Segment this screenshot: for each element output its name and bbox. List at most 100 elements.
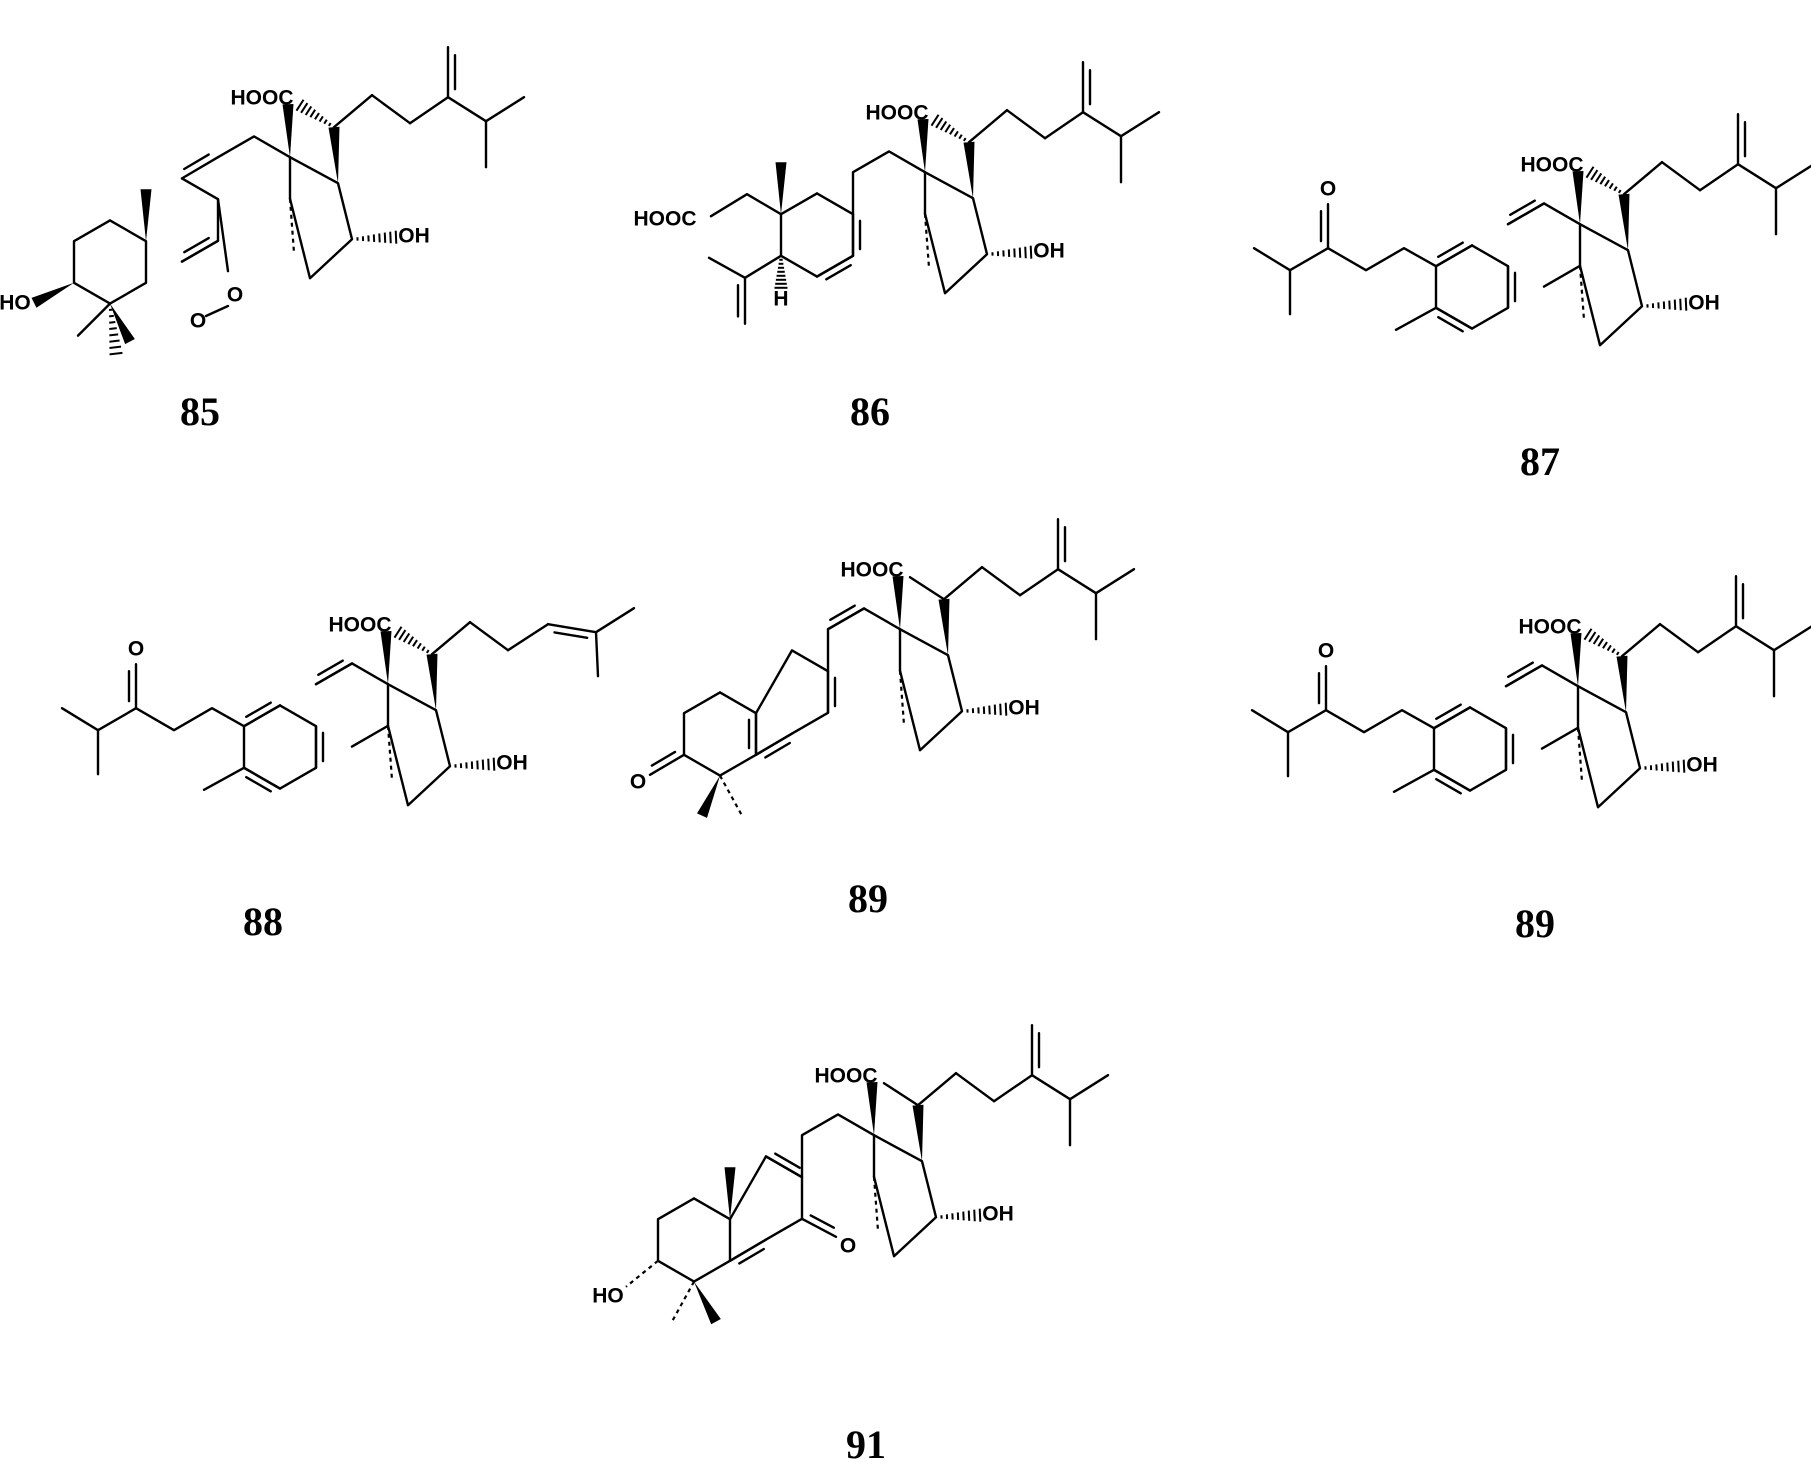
hash-stroke bbox=[1592, 634, 1601, 645]
compound-number: 89 bbox=[1515, 901, 1555, 946]
hash-stroke bbox=[1677, 760, 1680, 773]
hash-stroke bbox=[1602, 641, 1608, 649]
terminal-methyl bbox=[594, 631, 600, 678]
sidechain-bond bbox=[1620, 623, 1662, 658]
hash-stroke bbox=[1004, 702, 1008, 716]
cooh-bond bbox=[882, 1081, 920, 1107]
hash-stroke bbox=[109, 314, 114, 318]
sidechain-bond bbox=[1030, 1073, 1072, 1101]
peroxide-oxygen-label: O bbox=[190, 310, 206, 333]
aromatic-double bbox=[1432, 706, 1472, 730]
ketone-double-inner bbox=[650, 750, 677, 767]
c20-wedge bbox=[426, 653, 438, 711]
ring-double bbox=[826, 607, 866, 631]
ketone-oxygen-label: O bbox=[630, 770, 646, 793]
c6-c7-double bbox=[180, 239, 220, 263]
aromatic-double bbox=[1434, 244, 1474, 268]
keto-chain bbox=[1288, 246, 1330, 272]
c20-wedge bbox=[328, 126, 340, 184]
isopropyl-methyl bbox=[60, 707, 100, 732]
cooh-hash bbox=[1585, 166, 1622, 194]
terminal-methyl bbox=[594, 607, 636, 634]
sidechain-bond bbox=[1043, 110, 1085, 140]
ketone-oxygen-label: O bbox=[128, 638, 144, 661]
cooh-label: HOOC bbox=[1519, 616, 1582, 639]
sidechain-bond bbox=[916, 1071, 958, 1107]
cooh-label: HOOC bbox=[866, 102, 929, 125]
sidechain-bond bbox=[1696, 625, 1738, 654]
c5-h-hash bbox=[774, 258, 788, 289]
hash-stroke bbox=[1608, 182, 1614, 190]
hash-stroke bbox=[1684, 297, 1688, 311]
sidechain-bond bbox=[1736, 162, 1778, 190]
sidechain-bond bbox=[430, 621, 472, 656]
compound-number: 91 bbox=[846, 1422, 886, 1467]
ketone-oxygen-label: O bbox=[1320, 178, 1336, 201]
c16-hydroxy-hash bbox=[1646, 297, 1688, 311]
hash-stroke bbox=[318, 115, 324, 123]
sidechain-bond bbox=[506, 623, 550, 652]
cooh-hash bbox=[930, 114, 967, 142]
c19-methyl-wedge bbox=[724, 1167, 736, 1220]
c30-methyl-dashed bbox=[1578, 265, 1586, 320]
hash-stroke bbox=[930, 114, 940, 127]
hash-stroke bbox=[300, 102, 309, 114]
peroxide-bridge bbox=[216, 197, 230, 273]
ring-d bbox=[1578, 222, 1644, 347]
gem-methyl bbox=[76, 302, 112, 337]
cooh-hash bbox=[295, 99, 332, 127]
hash-stroke bbox=[109, 320, 116, 324]
sidechain-bond bbox=[954, 1071, 996, 1103]
hash-stroke bbox=[1679, 298, 1682, 311]
hash-stroke bbox=[1585, 166, 1595, 179]
hash-stroke bbox=[999, 703, 1002, 716]
aromatic-double bbox=[242, 766, 282, 790]
hash-stroke bbox=[1611, 648, 1616, 654]
isopropyl-methyl bbox=[484, 95, 526, 123]
c18-methyl-wedge bbox=[892, 575, 904, 630]
aromatic-ring bbox=[1432, 706, 1508, 792]
gem-methyl-dashed bbox=[719, 775, 743, 817]
c18-methyl-wedge bbox=[1570, 632, 1582, 687]
ring-a bbox=[656, 1197, 732, 1283]
c30-methyl-dashed bbox=[872, 1176, 880, 1231]
isopropenyl-methyl bbox=[707, 256, 747, 279]
hash-stroke bbox=[1682, 759, 1686, 773]
isopropyl-methyl bbox=[1094, 568, 1136, 595]
c9-c11-double-inner bbox=[183, 153, 210, 171]
ring-d bbox=[288, 155, 354, 280]
hash-stroke bbox=[295, 99, 305, 112]
hydroxy-label: OH bbox=[982, 1203, 1014, 1226]
hash-stroke bbox=[407, 636, 415, 645]
gem-methyl bbox=[694, 1281, 721, 1325]
isopropyl-methyl bbox=[1119, 110, 1161, 138]
hash-stroke bbox=[425, 649, 430, 654]
c18-methyl-wedge bbox=[866, 1081, 878, 1136]
sidechain-bond bbox=[1081, 110, 1123, 138]
hash-stroke bbox=[421, 646, 426, 652]
sidechain-bond bbox=[1622, 160, 1664, 196]
isopropyl-methyl bbox=[1250, 709, 1290, 734]
c16-hydroxy-hash bbox=[1644, 759, 1686, 773]
aromatic-double-inner bbox=[245, 775, 272, 793]
c30-methyl-dashed bbox=[923, 213, 931, 268]
ring-b bbox=[754, 649, 830, 756]
hash-stroke bbox=[398, 629, 407, 641]
ring-a bbox=[682, 691, 758, 777]
aromatic-ring bbox=[242, 704, 318, 790]
c16-hydroxy-hash bbox=[966, 702, 1008, 716]
c3-hydroxy-dashed bbox=[625, 1259, 659, 1288]
isopropenyl-bond bbox=[743, 254, 783, 279]
c18-methyl-wedge bbox=[282, 103, 294, 158]
sidechain-bond bbox=[1005, 108, 1047, 140]
isopropyl-methyl bbox=[1068, 1073, 1110, 1101]
ketone-double-inner bbox=[809, 1214, 836, 1229]
hash-stroke bbox=[1615, 651, 1620, 656]
peroxide-bond bbox=[204, 304, 230, 318]
sidechain-bond bbox=[1660, 160, 1702, 192]
cooh-label: HOOC bbox=[634, 208, 697, 231]
ring-c-double bbox=[1506, 202, 1546, 226]
peroxide-bond bbox=[108, 308, 123, 356]
